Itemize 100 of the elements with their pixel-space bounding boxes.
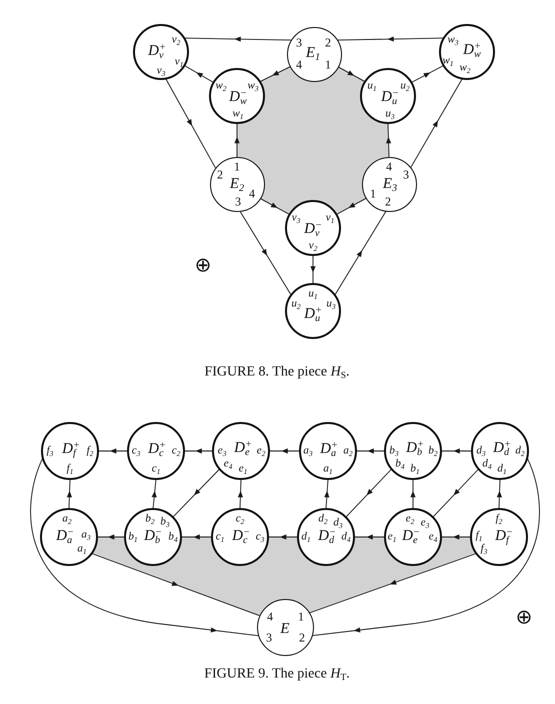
port-label: f$_{3}$ — [46, 444, 54, 458]
port-label: 2 — [385, 195, 391, 209]
graph-node — [384, 508, 442, 566]
port-label: c$_{1}$ — [216, 530, 224, 544]
port-label: f$_{1}$ — [66, 462, 74, 476]
port-label: 1 — [370, 187, 376, 201]
port-label: b$_{3}$ — [160, 516, 170, 528]
port-label: w$_{2}$ — [215, 80, 227, 92]
arrow — [440, 534, 472, 540]
arrow — [336, 198, 367, 215]
graph-node — [133, 24, 189, 80]
port-label: 1 — [298, 610, 304, 624]
graph-node — [41, 422, 99, 480]
port-label: 2 — [217, 168, 223, 182]
port-label: u$_{1}$ — [308, 288, 318, 300]
port-label: v$_{2}$ — [172, 34, 180, 46]
port-label: 4 — [386, 160, 392, 174]
graph-node — [470, 508, 528, 566]
port-label: d$_{2}$ — [515, 444, 525, 458]
arrow — [336, 36, 444, 42]
port-label: d$_{1}$ — [497, 462, 507, 476]
arrow — [234, 122, 240, 158]
port-label: f$_{3}$ — [480, 542, 488, 556]
port-label: d$_{3}$ — [476, 444, 486, 458]
port-label: b$_{3}$ — [389, 444, 399, 458]
node-label: E$_{2}$ — [230, 176, 244, 194]
arrow — [410, 78, 463, 168]
port-label: f$_{2}$ — [86, 444, 94, 458]
port-label: 4 — [296, 58, 302, 72]
arrow — [354, 534, 386, 540]
arrow — [337, 66, 366, 82]
port-label: c$_{1}$ — [152, 462, 160, 476]
arrow — [386, 122, 392, 158]
port-label: c$_{3}$ — [132, 444, 140, 458]
arrow — [440, 448, 472, 454]
port-label: 2 — [325, 36, 331, 50]
port-label: u$_{3}$ — [326, 298, 336, 310]
port-label: u$_{2}$ — [291, 298, 301, 310]
arrow — [324, 478, 330, 510]
port-label: a$_{1}$ — [77, 542, 87, 556]
port-label: d$_{1}$ — [301, 530, 311, 544]
port-label: w$_{1}$ — [232, 108, 244, 120]
port-label: w$_{1}$ — [442, 54, 454, 68]
arrow — [410, 478, 416, 510]
node-label: E$_{1}$ — [306, 44, 320, 64]
graph-node — [439, 24, 495, 80]
node-label: E — [280, 620, 290, 638]
graph-node — [124, 508, 182, 566]
graph-node — [384, 422, 442, 480]
port-label: v$_{2}$ — [308, 240, 318, 252]
figure-caption: FIGURE 8. The piece H$_{S}$. — [204, 364, 350, 382]
arrow — [172, 468, 220, 518]
port-label: e$_{4}$ — [428, 530, 438, 544]
arrow — [184, 36, 292, 42]
port-label: b$_{4}$ — [168, 530, 178, 544]
port-label: a$_{2}$ — [62, 512, 72, 526]
port-label: d$_{2}$ — [318, 512, 328, 526]
port-label: u$_{1}$ — [367, 80, 377, 92]
port-label: u$_{2}$ — [400, 80, 410, 92]
graph-node — [299, 422, 357, 480]
port-label: f$_{1}$ — [476, 530, 482, 542]
arrow — [98, 448, 128, 454]
graph-node — [360, 68, 416, 124]
port-label: a$_{1}$ — [323, 462, 333, 476]
arrow — [345, 468, 392, 518]
port-label: f$_{2}$ — [496, 512, 502, 526]
port-label: e$_{4}$ — [224, 458, 232, 470]
port-label: 3 — [296, 36, 302, 50]
graph-node — [471, 422, 529, 480]
arrow — [184, 448, 214, 454]
arrow — [91, 553, 260, 616]
graph-node — [40, 508, 98, 566]
port-label: e$_{1}$ — [388, 530, 396, 544]
port-label: 4 — [267, 610, 273, 624]
arrow — [165, 78, 216, 168]
port-label: 4 — [249, 187, 255, 201]
port-label: a$_{2}$ — [343, 444, 353, 458]
port-label: 1 — [325, 58, 331, 72]
orientation-sign: ⊕ — [194, 254, 212, 276]
arrow — [96, 534, 126, 540]
graph-node — [256, 598, 314, 656]
arrow — [180, 534, 212, 540]
port-label: v$_{3}$ — [156, 64, 166, 78]
arrow — [66, 478, 72, 510]
arrow — [311, 457, 540, 636]
port-label: 3 — [235, 195, 241, 209]
graph-node — [297, 508, 355, 566]
port-label: 3 — [266, 631, 272, 645]
port-label: d$_{4}$ — [482, 458, 492, 470]
port-label: 1 — [234, 160, 240, 174]
port-label: b$_{4}$ — [395, 458, 405, 470]
arrow — [152, 478, 157, 510]
arrow — [308, 553, 477, 614]
port-label: e$_{3}$ — [420, 516, 430, 530]
arrow — [184, 65, 214, 83]
graph-node — [209, 68, 265, 124]
port-label: a$_{3}$ — [303, 444, 313, 458]
port-label: 3 — [403, 168, 409, 182]
arrow — [30, 457, 259, 636]
graph-node — [286, 26, 342, 82]
